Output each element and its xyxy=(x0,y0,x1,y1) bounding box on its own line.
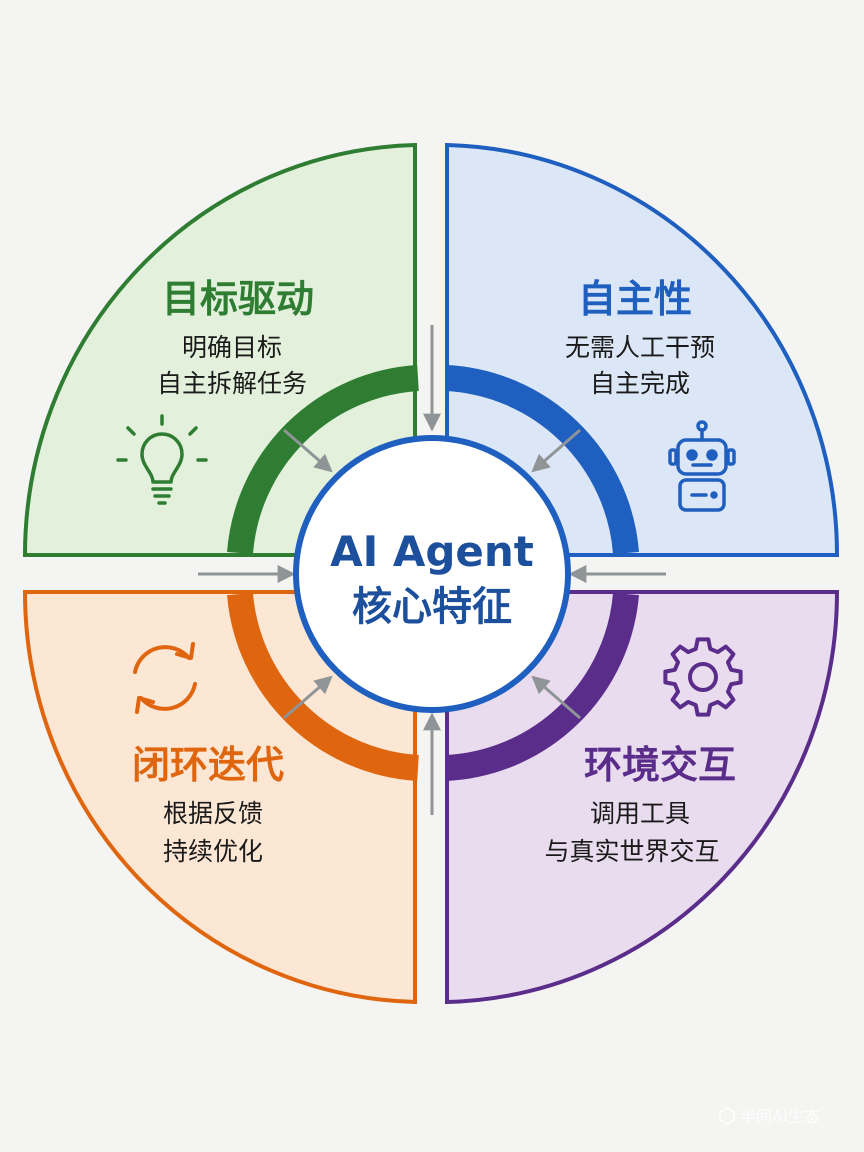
center-subtitle: 核心特征 xyxy=(352,584,512,630)
inner-ring-purple xyxy=(445,592,639,781)
robot-icon xyxy=(668,420,736,512)
center-title: AI Agent xyxy=(330,527,534,576)
lightbulb-icon xyxy=(116,414,208,505)
quadrant-loop: 闭环迭代 根据反馈 持续优化 xyxy=(22,590,417,1005)
watermark-logo-icon xyxy=(719,1107,735,1125)
quadrant-loop-panel xyxy=(22,590,417,1005)
quadrant-loop-title: 闭环迭代 xyxy=(132,743,284,787)
arrow-bottom-right xyxy=(531,675,581,720)
quadrant-env-line1: 调用工具 xyxy=(590,799,690,828)
quadrant-loop-line2: 持续优化 xyxy=(163,837,263,866)
quadrant-goal: 目标驱动 明确目标 自主拆解任务 xyxy=(22,142,417,557)
quadrant-goal-panel xyxy=(22,142,417,557)
arrow-top-left xyxy=(283,428,333,473)
quadrant-env-line2: 与真实世界交互 xyxy=(544,837,719,866)
quadrant-goal-line1: 明确目标 xyxy=(182,333,282,362)
quadrant-env-title: 环境交互 xyxy=(584,743,736,787)
refresh-cycle-icon xyxy=(133,642,197,714)
quadrant-env-panel xyxy=(445,590,840,1005)
quadrant-goal-line2: 自主拆解任务 xyxy=(157,369,307,398)
inner-ring-green xyxy=(227,365,419,555)
quadrant-autonomy-panel xyxy=(445,142,840,557)
arrow-top-right xyxy=(531,428,581,473)
watermark: 半间AI生态 xyxy=(719,1107,820,1126)
arrows xyxy=(198,325,666,815)
watermark-text: 半间AI生态 xyxy=(740,1107,820,1126)
quadrant-goal-title: 目标驱动 xyxy=(162,277,314,321)
arrow-bottom-left xyxy=(283,675,333,720)
inner-ring xyxy=(227,365,639,781)
center-circle xyxy=(293,435,571,713)
gear-icon xyxy=(663,637,743,717)
quadrant-autonomy-line2: 自主完成 xyxy=(590,369,690,398)
inner-ring-blue xyxy=(445,365,639,555)
quadrant-autonomy-title: 自主性 xyxy=(578,277,692,321)
inner-ring-orange xyxy=(227,592,419,781)
quadrant-autonomy: 自主性 无需人工干预 自主完成 xyxy=(445,142,840,557)
quadrant-loop-line1: 根据反馈 xyxy=(163,799,263,828)
center-hub: AI Agent 核心特征 xyxy=(293,435,571,713)
quadrant-env: 环境交互 调用工具 与真实世界交互 xyxy=(445,590,840,1005)
quadrant-autonomy-line1: 无需人工干预 xyxy=(565,333,715,362)
